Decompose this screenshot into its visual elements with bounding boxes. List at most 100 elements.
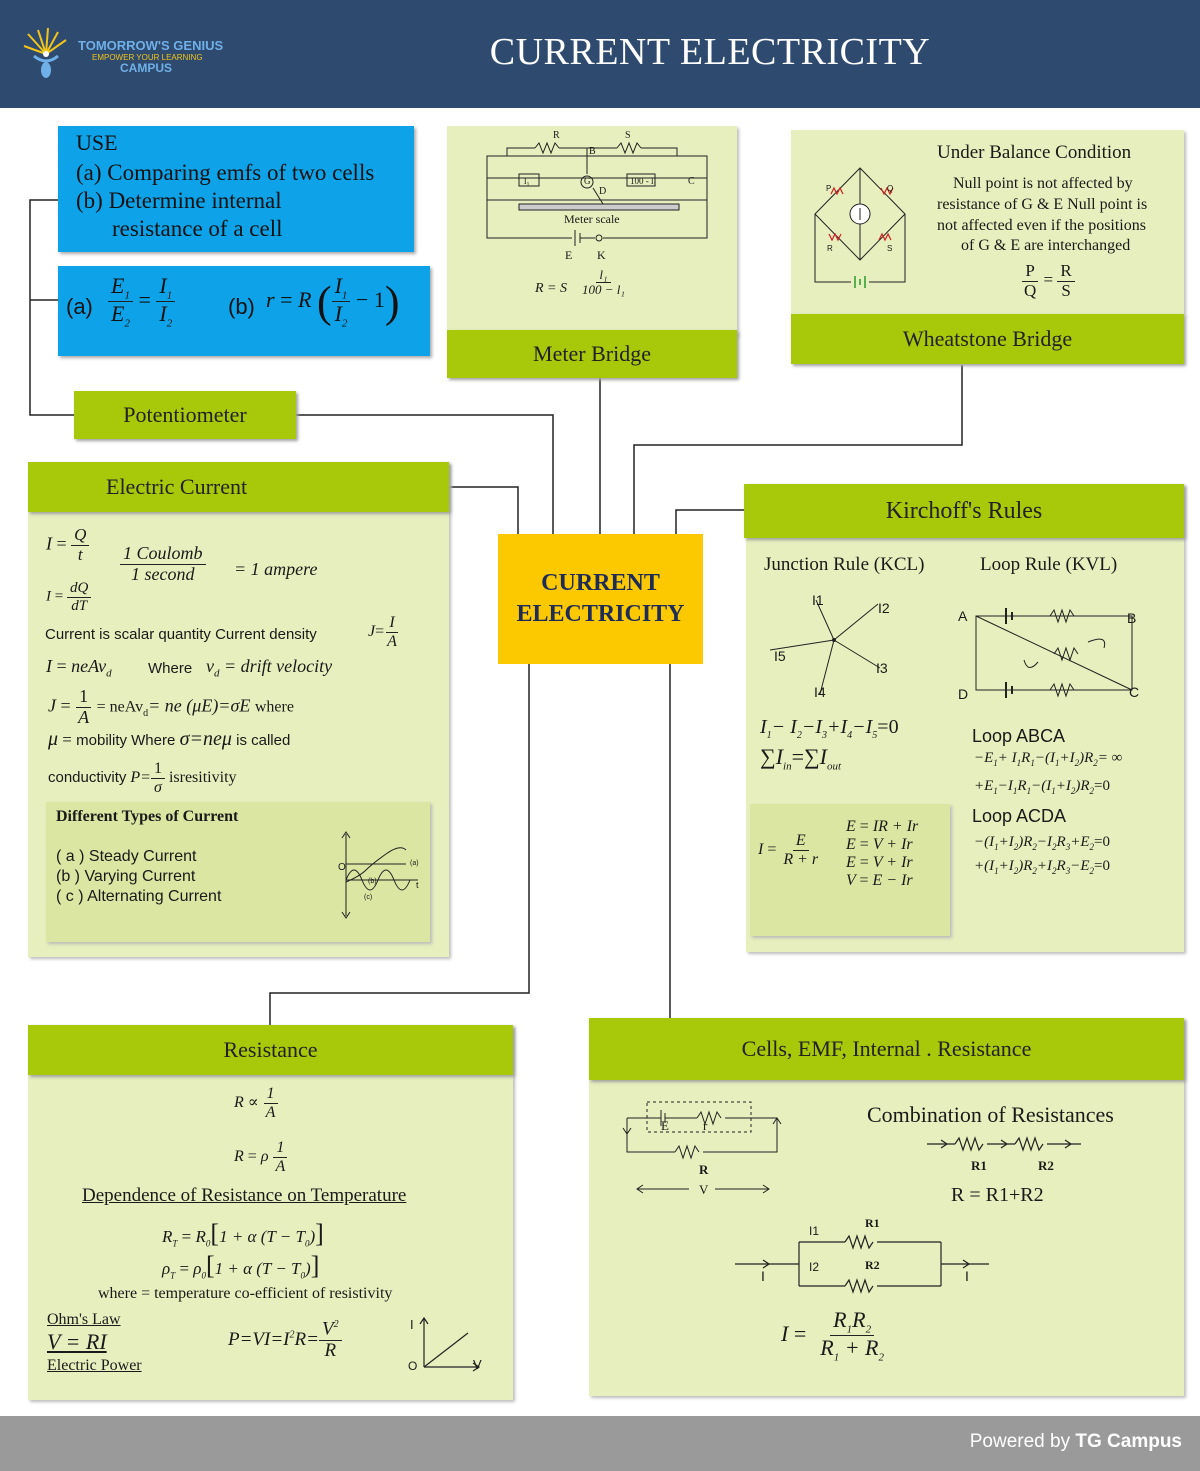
- res-temp-title: Dependence of Resistance on Temperature: [82, 1185, 407, 1206]
- parallel-i1-label: I1: [809, 1224, 820, 1238]
- node-d: D: [958, 686, 969, 702]
- node-b: B: [1127, 610, 1137, 626]
- type-a: ( a ) Steady Current: [56, 848, 197, 865]
- kcl-title: Junction Rule (KCL): [764, 554, 925, 575]
- footer-prefix: Powered by: [969, 1431, 1071, 1452]
- ec-mobility-text: mobility Where: [76, 732, 176, 749]
- wb-ratio-q: Q: [1024, 280, 1037, 300]
- wb-label-r: R: [827, 244, 833, 253]
- cell-label-v: V: [699, 1182, 709, 1197]
- ec-ampere: = 1 ampere: [234, 559, 318, 579]
- type-b: (b ) Varying Current: [56, 868, 196, 885]
- node-c: C: [1129, 684, 1140, 700]
- loop-acda-eq1: −(I1+I2)R2−I2R3+E2=0: [974, 834, 1110, 852]
- mb-label-b: B: [589, 146, 596, 157]
- wheatstone-title: Wheatstone Bridge: [791, 314, 1184, 364]
- series-r1-label: R1: [971, 1158, 987, 1173]
- wb-label-p: P: [826, 184, 832, 193]
- kcl-i3: I3: [876, 660, 888, 676]
- kirchoff-panel: Junction Rule (KCL) Loop Rule (KVL) I1 I…: [746, 484, 1184, 952]
- graph-v-label: V: [473, 1357, 482, 1372]
- mb-label-scale: Meter scale: [564, 212, 620, 226]
- ec-where2: where: [254, 698, 294, 716]
- cells-panel: E r R V Combination of Resistances R1 R2…: [589, 1018, 1184, 1396]
- cell-label-e: E: [661, 1118, 669, 1133]
- ec-drift: vd = drift velocity: [206, 656, 333, 680]
- ohms-law-eq: V = RI: [47, 1329, 107, 1354]
- series-r2-label: R2: [1038, 1158, 1054, 1173]
- wb-text1: Null point is not affected by: [953, 175, 1133, 192]
- mb-label-g: G: [584, 176, 591, 186]
- res-rhot-formula: ρT = ρ0[1 + α (T − T0)]: [162, 1251, 320, 1281]
- cells-title: Cells, EMF, Internal . Resistance: [589, 1018, 1184, 1080]
- center-line1: CURRENT: [541, 569, 660, 596]
- use-title: USE: [76, 130, 118, 155]
- wheatstone-circuit-icon: [814, 167, 906, 288]
- ec-drift-text: = drift velocity: [224, 656, 333, 676]
- use-item-b: (b) Determine internal: [76, 188, 282, 213]
- ec-scalar-text: Current is scalar quantity Current densi…: [45, 626, 317, 643]
- use-label-b: (b): [228, 294, 255, 319]
- mb-label-c: C: [688, 176, 695, 187]
- loop-diagram-icon: [975, 608, 1133, 698]
- ec-resistivity-text: isresitivity: [168, 768, 237, 786]
- parallel-r1-label: R1: [865, 1216, 880, 1230]
- ec-where: Where: [148, 660, 193, 677]
- cell-label-r: r: [703, 1118, 708, 1133]
- meter-bridge-circuit-icon: [486, 141, 708, 246]
- wb-text2: resistance of G & E Null point is: [937, 196, 1148, 213]
- center-line2: ELECTRICITY: [516, 601, 685, 627]
- electric-power-title: Electric Power: [47, 1357, 142, 1374]
- type-c: ( c ) Alternating Current: [56, 888, 222, 905]
- ohms-law-graph-icon: [419, 1316, 481, 1372]
- mb-label-l2: 100 - l₁: [630, 176, 657, 186]
- ec-nev: = neAv: [96, 698, 144, 716]
- meter-bridge-panel: R S B G D C l₁ 100 - l₁ Meter scale E K …: [447, 126, 737, 336]
- wheatstone-panel: P Q R S Under Balance Condition Null poi…: [791, 130, 1184, 315]
- mb-formula-den: 100 − l₁: [582, 282, 625, 298]
- mb-label-l1: l₁: [524, 176, 530, 186]
- loop-acda-eq2: +(I1+I2)R2+I2R3−E2=0: [974, 858, 1110, 876]
- kvl-title: Loop Rule (KVL): [980, 554, 1118, 575]
- page-title: CURRENT ELECTRICITY: [489, 31, 931, 73]
- mb-label-k: K: [597, 248, 606, 262]
- graph-o-label: O: [338, 862, 346, 873]
- cell-label-rr: R: [699, 1162, 709, 1177]
- res-rt-formula: RT = R0[1 + α (T − T0)]: [162, 1219, 324, 1249]
- wb-ratio-p: P: [1022, 261, 1038, 282]
- ec-coulomb-num: 1 Coulomb: [120, 543, 206, 565]
- wb-text3: not affected even if the positions: [937, 217, 1146, 234]
- wb-label-s: S: [887, 244, 893, 253]
- mb-label-d: D: [599, 186, 607, 197]
- header-bar: [0, 0, 1200, 108]
- parallel-i-out: I: [965, 1268, 969, 1284]
- kcl-equation: I1− I2−I3+I4−I5=0: [760, 716, 899, 741]
- graph-o-origin: O: [408, 1359, 418, 1373]
- parallel-r2-label: R2: [865, 1258, 880, 1272]
- kcl-sum: ∑Iin=∑Iout: [760, 744, 842, 773]
- use-box: USE (a) Comparing emfs of two cells (b) …: [58, 126, 414, 252]
- current-types-graph-icon: [341, 831, 418, 919]
- types-of-current-box: Different Types of Current ( a ) Steady …: [46, 802, 430, 942]
- ohms-law-title: Ohm's Law: [47, 1311, 121, 1328]
- electric-current-title: Electric Current: [28, 462, 449, 512]
- footer-bar: [0, 1416, 1200, 1471]
- center-topic-box: CURRENT ELECTRICITY: [498, 534, 703, 664]
- combo-title: Combination of Resistances: [867, 1102, 1114, 1127]
- parallel-resistors-icon: [735, 1234, 989, 1294]
- mb-label-e: E: [565, 248, 573, 262]
